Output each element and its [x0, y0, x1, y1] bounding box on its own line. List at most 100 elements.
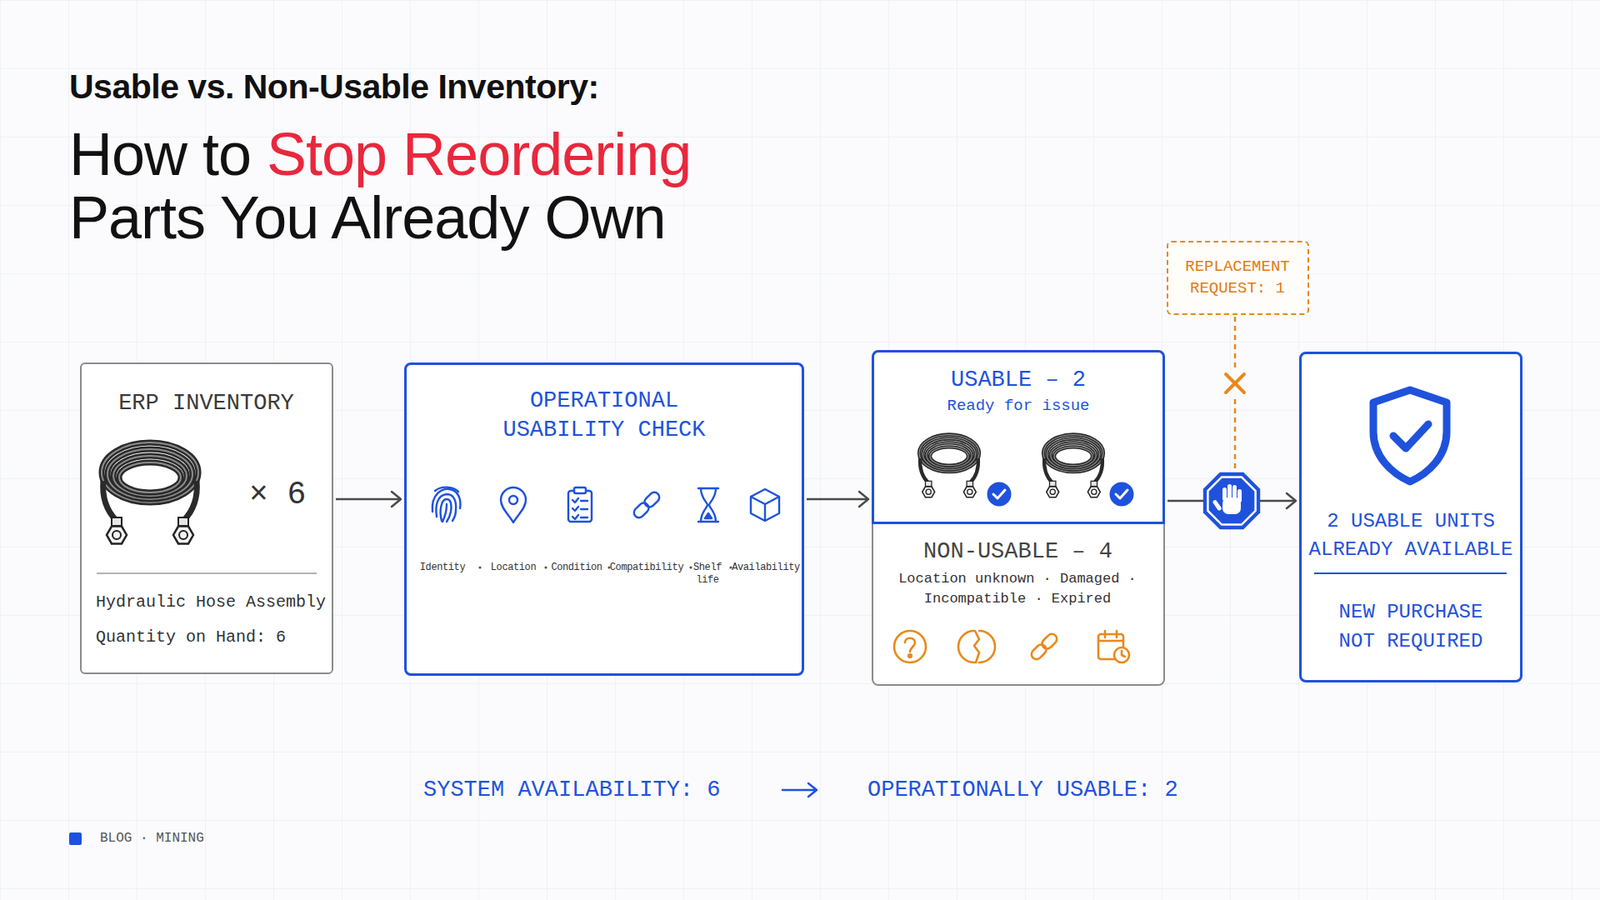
- blocked-mark: [1223, 371, 1247, 395]
- flow-arrow: [806, 491, 869, 507]
- expired-icon: [1098, 634, 1124, 660]
- inventory-box: ERP INVENTORY× 6Hydraulic Hose AssemblyQ…: [80, 362, 334, 675]
- icon-label: Compatibility: [605, 561, 689, 575]
- clipboard-icon: [568, 490, 592, 522]
- shield-icon: [1373, 390, 1447, 482]
- separator-dots: [478, 565, 481, 569]
- expired-icon: [1121, 650, 1125, 657]
- shield-icon: [1373, 390, 1447, 482]
- incompatible-icon: [1040, 631, 1060, 651]
- category-marker: [69, 832, 82, 845]
- headline: How to: [69, 123, 251, 185]
- check-badge: [1108, 480, 1135, 508]
- expired-icon: [1098, 630, 1130, 663]
- box-icon: [750, 489, 780, 521]
- fingerprint-icon: [442, 504, 447, 522]
- usable-hose: [1043, 435, 1104, 498]
- fingerprint-icon: [435, 487, 459, 492]
- location-pin-icon: [500, 487, 526, 523]
- question-icon: [905, 638, 915, 652]
- blocked-mark: [1225, 374, 1245, 393]
- clipboard-icon: [572, 498, 588, 520]
- stop-sign: [1237, 489, 1242, 503]
- flow-arrow: [1167, 493, 1296, 509]
- clipboard-icon: [568, 487, 592, 522]
- stop-sign: [1222, 497, 1241, 515]
- icon-label: Identity: [400, 561, 485, 575]
- box-icon: [750, 489, 780, 521]
- shield-icon: [1393, 424, 1429, 449]
- fingerprint-icon: [432, 489, 461, 512]
- request-callout: REPLACEMENT REQUEST: 1: [1166, 240, 1310, 315]
- hourglass-icon: [698, 488, 719, 522]
- check-icons: [432, 487, 780, 523]
- expired-icon: [1114, 647, 1130, 663]
- expired-icon: [1098, 630, 1124, 641]
- flow-arrow: [335, 491, 401, 507]
- icon-label: Location: [471, 561, 555, 575]
- link-icon: [631, 490, 661, 520]
- stop-sign: [1212, 484, 1242, 515]
- box-heading: ERP INVENTORY: [81, 390, 331, 417]
- stop-sign: [1207, 476, 1255, 525]
- divider-line: [1314, 572, 1507, 575]
- result-note: NEW PURCHASE NOT REQUIRED: [1327, 597, 1495, 656]
- box-heading: OPERATIONAL USABILITY CHECK: [495, 386, 713, 445]
- arrow-head: [1286, 493, 1296, 509]
- issue-icons: [894, 630, 1130, 663]
- damaged-icon: [979, 630, 995, 663]
- location-pin-icon: [500, 487, 526, 523]
- non-usable-box: NON-USABLE – 4Location unknown · Damaged…: [871, 524, 1165, 686]
- usable-hose: [919, 435, 980, 498]
- divider-line: [96, 572, 317, 575]
- connector-line: [806, 498, 869, 501]
- separator-dots: [607, 565, 610, 569]
- category-tag: BLOG · MINING: [100, 830, 205, 847]
- question-icon: [908, 654, 912, 658]
- damaged-icon: [958, 630, 995, 663]
- result-heading: 2 USABLE UNITS ALREADY AVAILABLE: [1301, 507, 1520, 565]
- separator-dots: [478, 565, 732, 569]
- reason-list: Location unknown · Damaged · Incompatibl…: [888, 569, 1147, 610]
- stop-sign: [1227, 484, 1232, 501]
- stop-sign: [1203, 472, 1260, 530]
- fingerprint-icon: [435, 494, 456, 521]
- quantity-multiplier: × 6: [249, 475, 306, 515]
- incompatible-icon: [1029, 642, 1049, 662]
- damaged-icon: [958, 630, 975, 663]
- incompatible-icon: [1029, 631, 1059, 661]
- check-badge: [985, 480, 1013, 508]
- link-icon: [631, 500, 651, 520]
- icon-label: Availability: [724, 561, 808, 575]
- blocked-mark: [1223, 371, 1247, 395]
- fingerprint-icon: [432, 487, 461, 522]
- question-icon: [894, 630, 926, 663]
- question-icon: [894, 630, 926, 663]
- hourglass-icon: [698, 488, 719, 522]
- check-box: OPERATIONAL USABILITY CHECKIdentityLocat…: [404, 362, 805, 676]
- result-box: 2 USABLE UNITS ALREADY AVAILABLE NEW PURC…: [1299, 351, 1523, 683]
- hourglass-icon: [700, 488, 716, 522]
- check-badge: [1108, 480, 1135, 508]
- arrow-head: [859, 491, 869, 507]
- damaged-icon: [974, 630, 980, 663]
- connector-line: [1167, 500, 1296, 503]
- check-badge: [993, 490, 1005, 499]
- clipboard-icon: [574, 487, 586, 494]
- icon-label: Condition: [535, 561, 619, 575]
- hose-illustration: [101, 442, 199, 544]
- check-badge: [1115, 490, 1128, 499]
- stop-sign: [1203, 472, 1260, 530]
- separator-dots: [729, 565, 732, 569]
- hourglass-icon: [705, 513, 712, 519]
- summary-arrow: [782, 783, 817, 797]
- connector-line: [335, 498, 401, 501]
- location-pin-icon: [509, 495, 518, 505]
- quantity-note: Quantity on Hand: 6: [95, 627, 286, 648]
- callout-text: REPLACEMENT REQUEST: 1: [1168, 255, 1307, 300]
- stop-sign: [1232, 485, 1237, 501]
- headline: Parts You Already Own: [69, 186, 665, 249]
- stop-sign: [1212, 499, 1223, 511]
- separator-dots: [689, 565, 692, 569]
